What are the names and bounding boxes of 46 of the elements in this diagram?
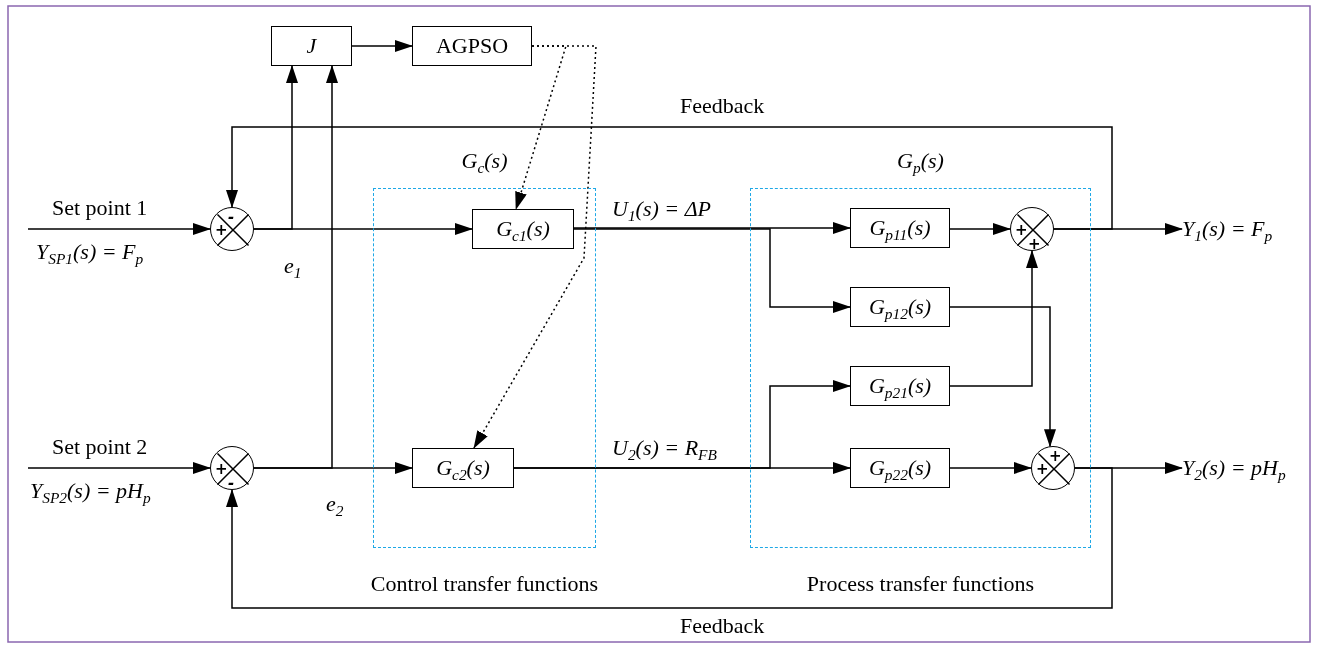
- signal-arrow: [949, 306, 1056, 448]
- output-label: Y$_{1}$(s) = F$_{p}$: [1182, 211, 1312, 247]
- signal-arrow: [226, 126, 1113, 230]
- dotted-arrow: [515, 45, 567, 210]
- sum-sign: -: [228, 476, 235, 491]
- signal-arrow: [27, 462, 211, 474]
- input-label: Set point 1: [52, 196, 148, 221]
- signal-arrow: [949, 462, 1032, 474]
- transfer-function-block: G$_{p22}$(s): [850, 448, 950, 488]
- signal-arrow: [253, 65, 338, 469]
- sum-sign: +: [1015, 223, 1028, 238]
- summing-junction: [210, 207, 254, 251]
- signal-arrow: [351, 40, 413, 52]
- signal-arrow: [226, 467, 1113, 609]
- transfer-function-block: G$_{c1}$(s): [472, 209, 574, 249]
- signal-arrow: [573, 222, 851, 234]
- signal-arrow: [513, 462, 851, 474]
- group-caption: Control transfer functions: [370, 571, 599, 596]
- sum-sign: +: [215, 462, 228, 477]
- sum-sign: +: [1036, 462, 1049, 477]
- sum-sign: +: [215, 223, 228, 238]
- group-caption: Process transfer functions: [806, 571, 1035, 596]
- group-heading: G$_{c}$(s): [461, 149, 508, 174]
- transfer-function-block: G$_{p12}$(s): [850, 287, 950, 327]
- signal-label: Y$_{SP2}$(s) = pH$_{p}$: [30, 479, 151, 504]
- group-heading: G$_{p}$(s): [897, 149, 944, 174]
- signal-arrow: [253, 65, 298, 230]
- signal-arrow: [573, 228, 851, 313]
- input-label: Set point 2: [52, 435, 148, 460]
- transfer-function-block: G$_{p11}$(s): [850, 208, 950, 248]
- signal-arrow: [27, 223, 211, 235]
- sum-sign: +: [1049, 449, 1062, 464]
- transfer-function-block: G$_{c2}$(s): [412, 448, 514, 488]
- output-label: Y$_{2}$(s) = pH$_{p}$: [1182, 450, 1312, 486]
- sum-sign: -: [228, 210, 235, 225]
- summing-junction: [1010, 207, 1054, 251]
- sum-sign: +: [1028, 237, 1041, 252]
- summing-junction: [210, 446, 254, 490]
- signal-label: Y$_{SP1}$(s) = F$_{p}$: [36, 240, 144, 265]
- transfer-function-block: J: [271, 26, 352, 66]
- summing-junction: [1031, 446, 1075, 490]
- signal-arrow: [949, 250, 1038, 387]
- transfer-function-block: G$_{p21}$(s): [850, 366, 950, 406]
- dotted-arrow: [473, 45, 597, 449]
- transfer-function-block: AGPSO: [412, 26, 532, 66]
- signal-arrow: [949, 223, 1011, 235]
